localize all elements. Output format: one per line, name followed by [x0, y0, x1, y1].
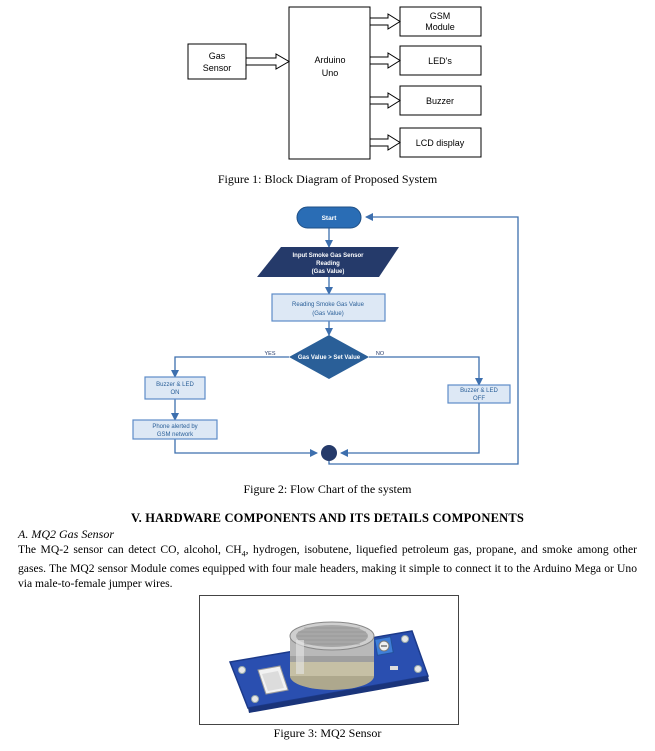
alert-label-2: GSM network [157, 432, 194, 438]
subsection-heading: A. MQ2 Gas Sensor [18, 527, 114, 541]
ch4-subscript: 4 [241, 549, 246, 559]
leds-box [399, 45, 482, 76]
gsm-label-1: GSM [430, 11, 451, 21]
alert-label-1: Phone alerted by [152, 424, 197, 430]
flow-chart: Start Input Smoke Gas Sensor Reading (Ga… [132, 206, 519, 465]
start-terminal [296, 206, 362, 229]
no-label: NO [376, 351, 385, 357]
leds-label: LED's [428, 56, 452, 66]
input-label-2: Reading [316, 261, 340, 267]
arduino-label-1: Arduino [314, 55, 345, 65]
figure1-caption: Figure 1: Block Diagram of Proposed Syst… [217, 172, 438, 186]
phone-alert-box [132, 419, 218, 440]
input-parallelogram [257, 247, 399, 277]
sensor-photo-frame [199, 595, 459, 725]
start-label: Start [322, 215, 338, 222]
para-part-2: , hydrogen, isobutene, liquefied petrole… [18, 543, 637, 591]
arrow-arduino-to-gsm [369, 13, 401, 30]
input-label-3: (Gas Value) [312, 269, 345, 275]
arrow-arduino-to-lcd [369, 134, 401, 151]
figure2-caption: Figure 2: Flow Chart of the system [243, 482, 412, 496]
process-box [271, 293, 386, 322]
gas-sensor-label-2: Sensor [203, 63, 232, 73]
buzzer-on-label-2: ON [171, 390, 180, 396]
buzzer-on-label-1: Buzzer & LED [156, 382, 194, 388]
buzzer-box [399, 85, 482, 116]
para-part-1: The MQ-2 sensor can detect CO, alcohol, … [18, 543, 242, 556]
input-label-1: Input Smoke Gas Sensor [292, 253, 364, 259]
buzzer-off-label-1: Buzzer & LED [460, 388, 498, 394]
lcd-box [399, 127, 482, 158]
merge-connector [321, 445, 337, 461]
figure3-caption: Figure 3: MQ2 Sensor [273, 726, 382, 740]
buzzer-on-box [144, 376, 206, 400]
process-label-1: Reading Smoke Gas Value [292, 302, 365, 308]
arduino-label-2: Uno [322, 68, 339, 78]
arrow-sensor-to-arduino [245, 53, 291, 70]
gas-sensor-label-1: Gas [209, 51, 226, 61]
arrow-arduino-to-leds [369, 52, 401, 69]
block-diagram: Gas Sensor Arduino Uno GSM Module LED's … [187, 6, 482, 160]
gas-sensor-box [187, 43, 247, 80]
decision-label: Gas Value > Set Value [298, 355, 361, 361]
yes-label: YES [264, 351, 275, 357]
gsm-box [399, 6, 482, 37]
buzzer-label: Buzzer [426, 96, 454, 106]
buzzer-off-box [447, 384, 511, 404]
section-heading: V. HARDWARE COMPONENTS AND ITS DETAILS C… [130, 511, 525, 525]
arrow-arduino-to-buzzer [369, 92, 401, 109]
decision-diamond [289, 335, 369, 379]
buzzer-off-label-2: OFF [473, 396, 485, 402]
mq2-sensor-image [228, 621, 430, 713]
gsm-label-2: Module [425, 22, 455, 32]
arduino-box [288, 6, 371, 160]
body-paragraph: The MQ-2 sensor can detect CO, alcohol, … [18, 542, 637, 591]
lcd-label: LCD display [416, 138, 465, 148]
process-label-2: (Gas Value) [312, 311, 344, 317]
